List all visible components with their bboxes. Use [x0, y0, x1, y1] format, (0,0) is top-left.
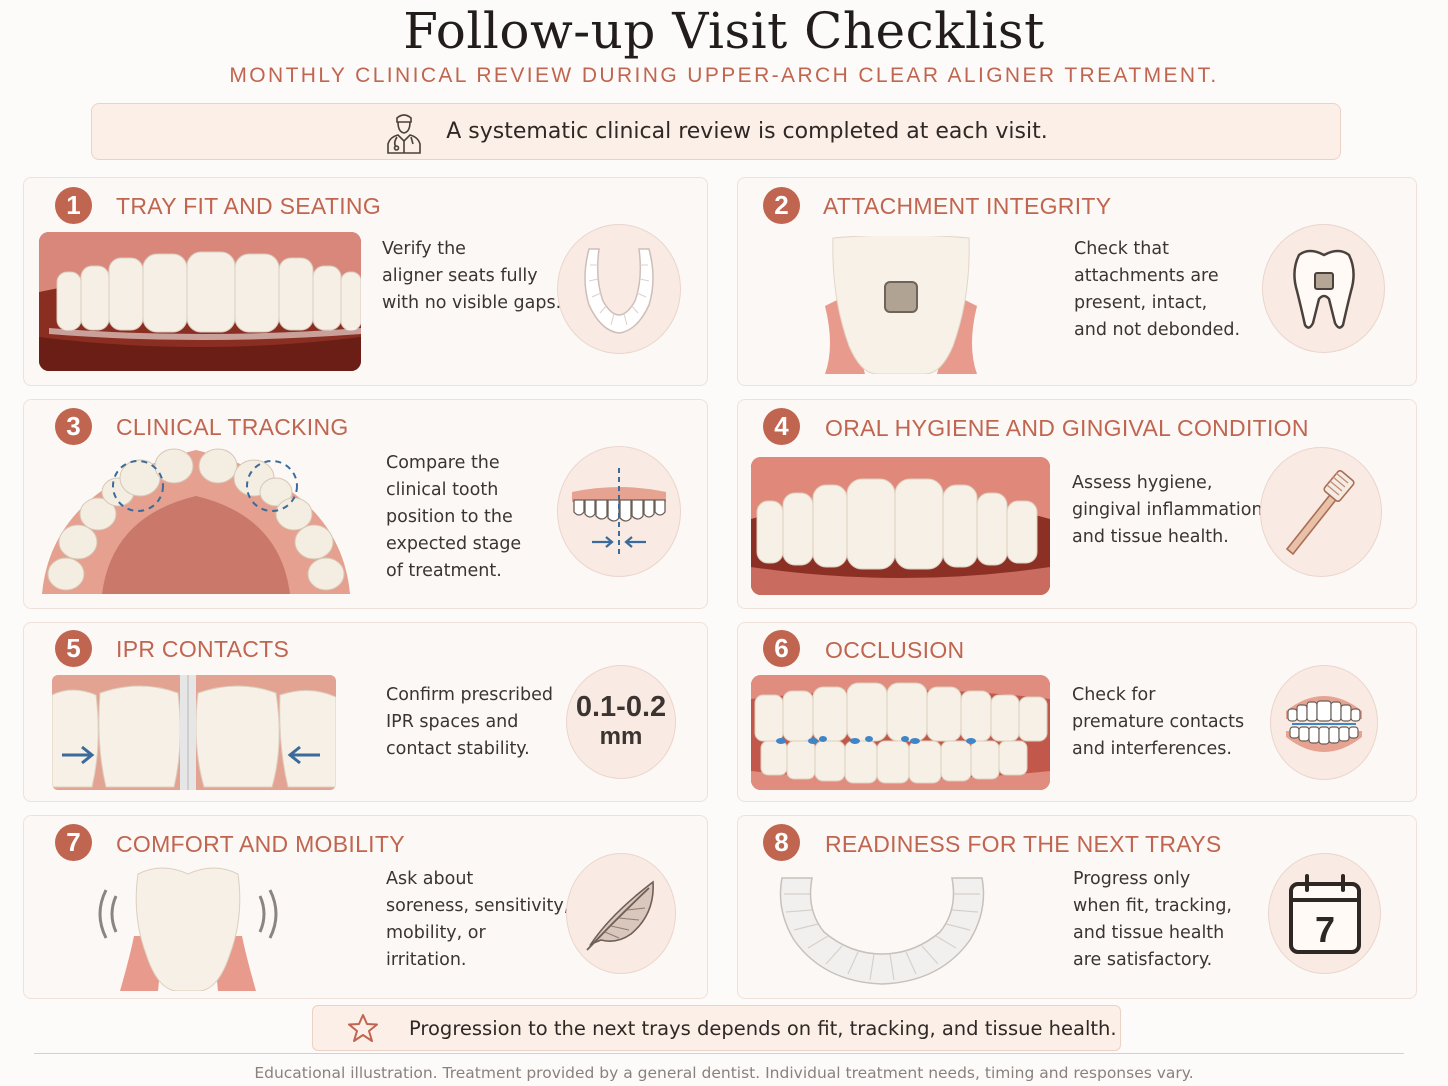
ipr-unit: mm	[599, 723, 643, 750]
smile-photo	[751, 457, 1050, 595]
card-title: ORAL HYGIENE AND GINGIVAL CONDITION	[825, 415, 1309, 441]
card-number: 7	[55, 824, 92, 861]
ipr-measurement-badge: 0.1-0.2 mm	[566, 665, 676, 779]
card-title: IPR CONTACTS	[116, 636, 290, 662]
card-description: Assess hygiene,gingival inflammation,and…	[1072, 473, 1269, 547]
card-number: 1	[55, 187, 92, 224]
card-title: CLINICAL TRACKING	[116, 414, 349, 440]
card-title: ATTACHMENT INTEGRITY	[823, 193, 1112, 219]
card-title: OCCLUSION	[825, 637, 965, 663]
star-icon	[348, 1014, 378, 1042]
card-title: TRAY FIT AND SEATING	[116, 193, 382, 219]
calendar-day: 7	[1314, 909, 1334, 950]
card-number: 3	[55, 408, 92, 445]
ipr-value: 0.1-0.2	[575, 691, 667, 723]
disclaimer: Educational illustration. Treatment prov…	[254, 1064, 1194, 1082]
page-title: Follow-up Visit Checklist	[403, 2, 1045, 60]
card-number: 2	[763, 187, 800, 224]
page-subtitle: MONTHLY CLINICAL REVIEW DURING UPPER-ARC…	[229, 64, 1219, 87]
aligner-tray-photo	[774, 870, 990, 988]
card-title: READINESS FOR THE NEXT TRAYS	[825, 831, 1222, 857]
footer-banner: Progression to the next trays depends on…	[312, 1005, 1121, 1051]
feather-icon	[566, 853, 676, 974]
doctor-icon	[387, 113, 422, 154]
ipr-teeth-photo	[52, 675, 336, 790]
intro-banner: A systematic clinical review is complete…	[91, 103, 1341, 160]
card-title: COMFORT AND MOBILITY	[116, 831, 405, 857]
divider	[34, 1053, 1404, 1054]
aligner-icon	[557, 224, 681, 354]
footer-text: Progression to the next trays depends on…	[409, 1016, 1117, 1040]
occlusion-icon	[1270, 665, 1378, 780]
card-number: 4	[763, 408, 800, 445]
occlusion-photo	[751, 675, 1050, 790]
card-number: 6	[763, 630, 800, 667]
upper-arch-photo	[42, 446, 350, 594]
card-number: 5	[55, 630, 92, 667]
teeth-front-photo	[39, 232, 361, 371]
tooth-attachment-icon	[1262, 224, 1385, 353]
card-number: 8	[763, 824, 800, 861]
tooth-attachment-photo	[825, 236, 977, 374]
tooth-mobility-illustration	[86, 866, 290, 991]
intro-banner-text: A systematic clinical review is complete…	[446, 119, 1048, 144]
calendar-icon: 7	[1268, 853, 1381, 974]
toothbrush-icon	[1260, 447, 1382, 577]
tracking-icon	[557, 446, 681, 577]
